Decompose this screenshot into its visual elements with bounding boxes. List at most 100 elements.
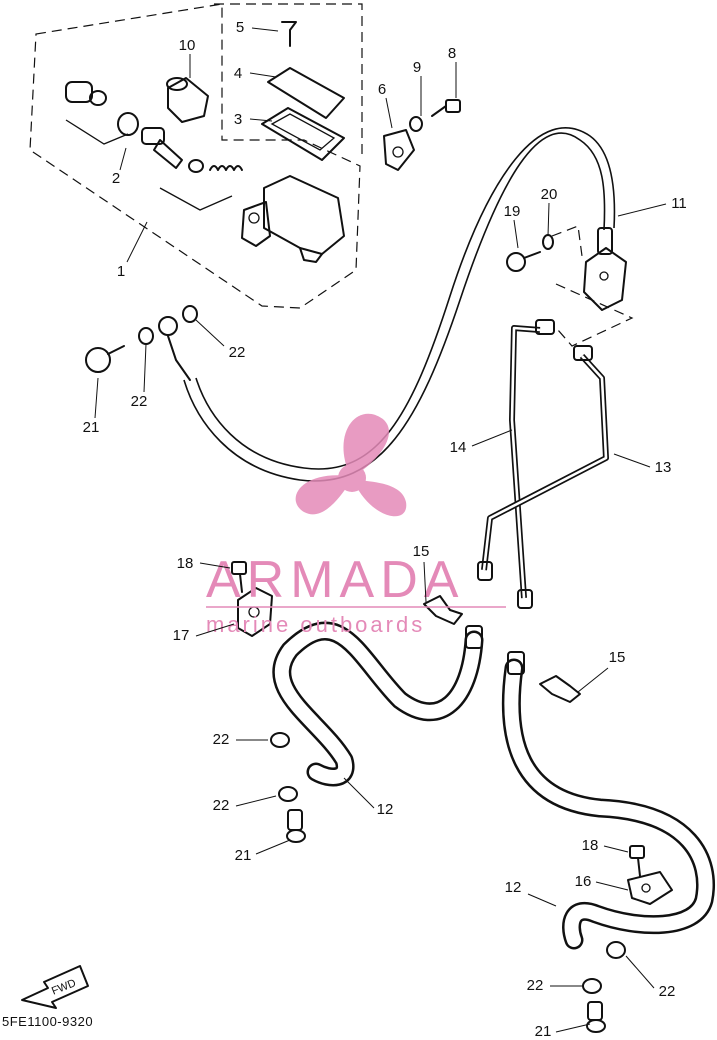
callout-c11: 11 bbox=[671, 195, 687, 212]
assembly-box-bracket bbox=[555, 283, 634, 347]
callout-c12b: 12 bbox=[505, 879, 522, 896]
three-way-joint bbox=[583, 227, 627, 311]
leader-line-c4 bbox=[249, 72, 277, 78]
pipe-nut-13-top bbox=[573, 345, 593, 361]
leader-line-c22b bbox=[143, 343, 147, 393]
callout-c14: 14 bbox=[450, 439, 467, 456]
callout-c18a: 18 bbox=[177, 555, 194, 572]
callout-c22a: 22 bbox=[229, 344, 246, 361]
callout-c2: 2 bbox=[112, 170, 120, 187]
joint-washer bbox=[542, 234, 554, 250]
callout-c19: 19 bbox=[504, 203, 521, 220]
lever-clamp bbox=[383, 129, 415, 171]
leader-line-c2 bbox=[119, 147, 127, 171]
lower-left-union-bolt bbox=[286, 809, 306, 843]
callout-c16: 16 bbox=[575, 873, 592, 890]
guide-bolt-left bbox=[231, 561, 247, 593]
callout-c22e: 22 bbox=[527, 977, 544, 994]
upper-washer-left bbox=[138, 327, 154, 345]
leader-line-c3 bbox=[249, 118, 273, 122]
main-hose-upper-b bbox=[195, 127, 616, 470]
leader-line-c13 bbox=[613, 453, 651, 468]
callout-c3: 3 bbox=[234, 111, 242, 128]
callout-c17: 17 bbox=[173, 627, 190, 644]
watermark: ARMADA marine outboards bbox=[206, 413, 506, 637]
callout-c18b: 18 bbox=[582, 837, 599, 854]
leader-line-c22f bbox=[625, 955, 655, 989]
callout-c10: 10 bbox=[179, 37, 196, 54]
fwd-arrow-icon: FWD bbox=[21, 965, 89, 1009]
callout-c15b: 15 bbox=[609, 649, 626, 666]
callout-c4: 4 bbox=[234, 65, 242, 82]
hose-guide-right bbox=[627, 871, 673, 905]
reservoir-boot bbox=[166, 77, 209, 123]
pipe-nut-13-bottom bbox=[477, 561, 493, 581]
watermark-brand: ARMADA bbox=[206, 551, 464, 609]
leader-line-c22d bbox=[235, 795, 277, 807]
reference-code: 5FE1100-9320 bbox=[2, 1014, 93, 1029]
brake-pipe-13 bbox=[481, 353, 609, 571]
main-hose-upper bbox=[183, 132, 606, 482]
lower-hose-left-fitting bbox=[465, 625, 483, 649]
leader-line-c21b bbox=[255, 839, 291, 855]
clamp-bolt bbox=[431, 99, 461, 117]
leader-line-c17 bbox=[195, 623, 235, 637]
assembly-box-outer bbox=[29, 3, 361, 309]
callout-c22c: 22 bbox=[213, 731, 230, 748]
leader-line-c11 bbox=[617, 203, 667, 217]
callout-c21a: 21 bbox=[83, 419, 100, 436]
joint-bolt bbox=[506, 251, 541, 272]
watermark-propeller-icon bbox=[295, 413, 407, 517]
clamp-washer bbox=[409, 116, 423, 132]
lower-right-washer-b bbox=[582, 978, 602, 994]
callout-c9: 9 bbox=[413, 59, 421, 76]
callout-c21b: 21 bbox=[235, 847, 252, 864]
leader-line-c1 bbox=[126, 221, 148, 263]
callout-layer: 1234568910111212131415151617181819202121… bbox=[83, 19, 687, 1040]
callout-c20: 20 bbox=[541, 186, 558, 203]
callout-c15a: 15 bbox=[413, 543, 430, 560]
lower-left-washer-top bbox=[270, 732, 290, 748]
upper-washer-right bbox=[182, 305, 198, 323]
fwd-label: FWD bbox=[50, 977, 78, 998]
leader-line-c21c bbox=[555, 1023, 591, 1033]
leader-line-c14 bbox=[471, 429, 513, 447]
piston-kit bbox=[65, 81, 243, 211]
callout-c5: 5 bbox=[236, 19, 244, 36]
leader-line-c21a bbox=[94, 377, 99, 419]
leader-line-c16 bbox=[595, 881, 629, 891]
hose-clip-left bbox=[423, 595, 463, 625]
lower-right-washer-a bbox=[606, 941, 626, 959]
callout-c1: 1 bbox=[117, 263, 125, 280]
leader-line-c22a bbox=[195, 319, 225, 347]
master-cylinder-body bbox=[241, 175, 345, 263]
lower-hose-right-fitting bbox=[507, 651, 525, 675]
leader-line-c20 bbox=[547, 202, 550, 237]
callout-c22d: 22 bbox=[213, 797, 230, 814]
leader-line-c18b bbox=[603, 845, 629, 853]
upper-union-bolt bbox=[85, 345, 125, 373]
assembly-box-joint bbox=[551, 225, 583, 257]
callout-c8: 8 bbox=[448, 45, 456, 62]
callout-c22b: 22 bbox=[131, 393, 148, 410]
leader-line-c18a bbox=[199, 562, 231, 569]
pipe-nut-14-bottom bbox=[517, 589, 533, 609]
leader-line-c6 bbox=[385, 97, 393, 129]
assembly-box-reservoir bbox=[214, 3, 363, 160]
upper-banjo bbox=[158, 316, 191, 381]
leader-line-c12a bbox=[343, 777, 375, 809]
callout-c6: 6 bbox=[378, 81, 386, 98]
leader-line-c19 bbox=[513, 219, 519, 249]
callout-c12a: 12 bbox=[377, 801, 394, 818]
callout-c21c: 21 bbox=[535, 1023, 552, 1040]
reservoir-cap-stack bbox=[261, 21, 345, 161]
leader-line-c15a bbox=[423, 561, 427, 603]
leader-line-c12b bbox=[527, 893, 557, 907]
callout-c22f: 22 bbox=[659, 983, 676, 1000]
pipe-nut-14-top bbox=[535, 319, 555, 335]
leader-line-c15b bbox=[577, 667, 609, 693]
hose-clip-right bbox=[539, 675, 581, 703]
callout-c13: 13 bbox=[655, 459, 672, 476]
lower-left-washer-bottom bbox=[278, 786, 298, 802]
